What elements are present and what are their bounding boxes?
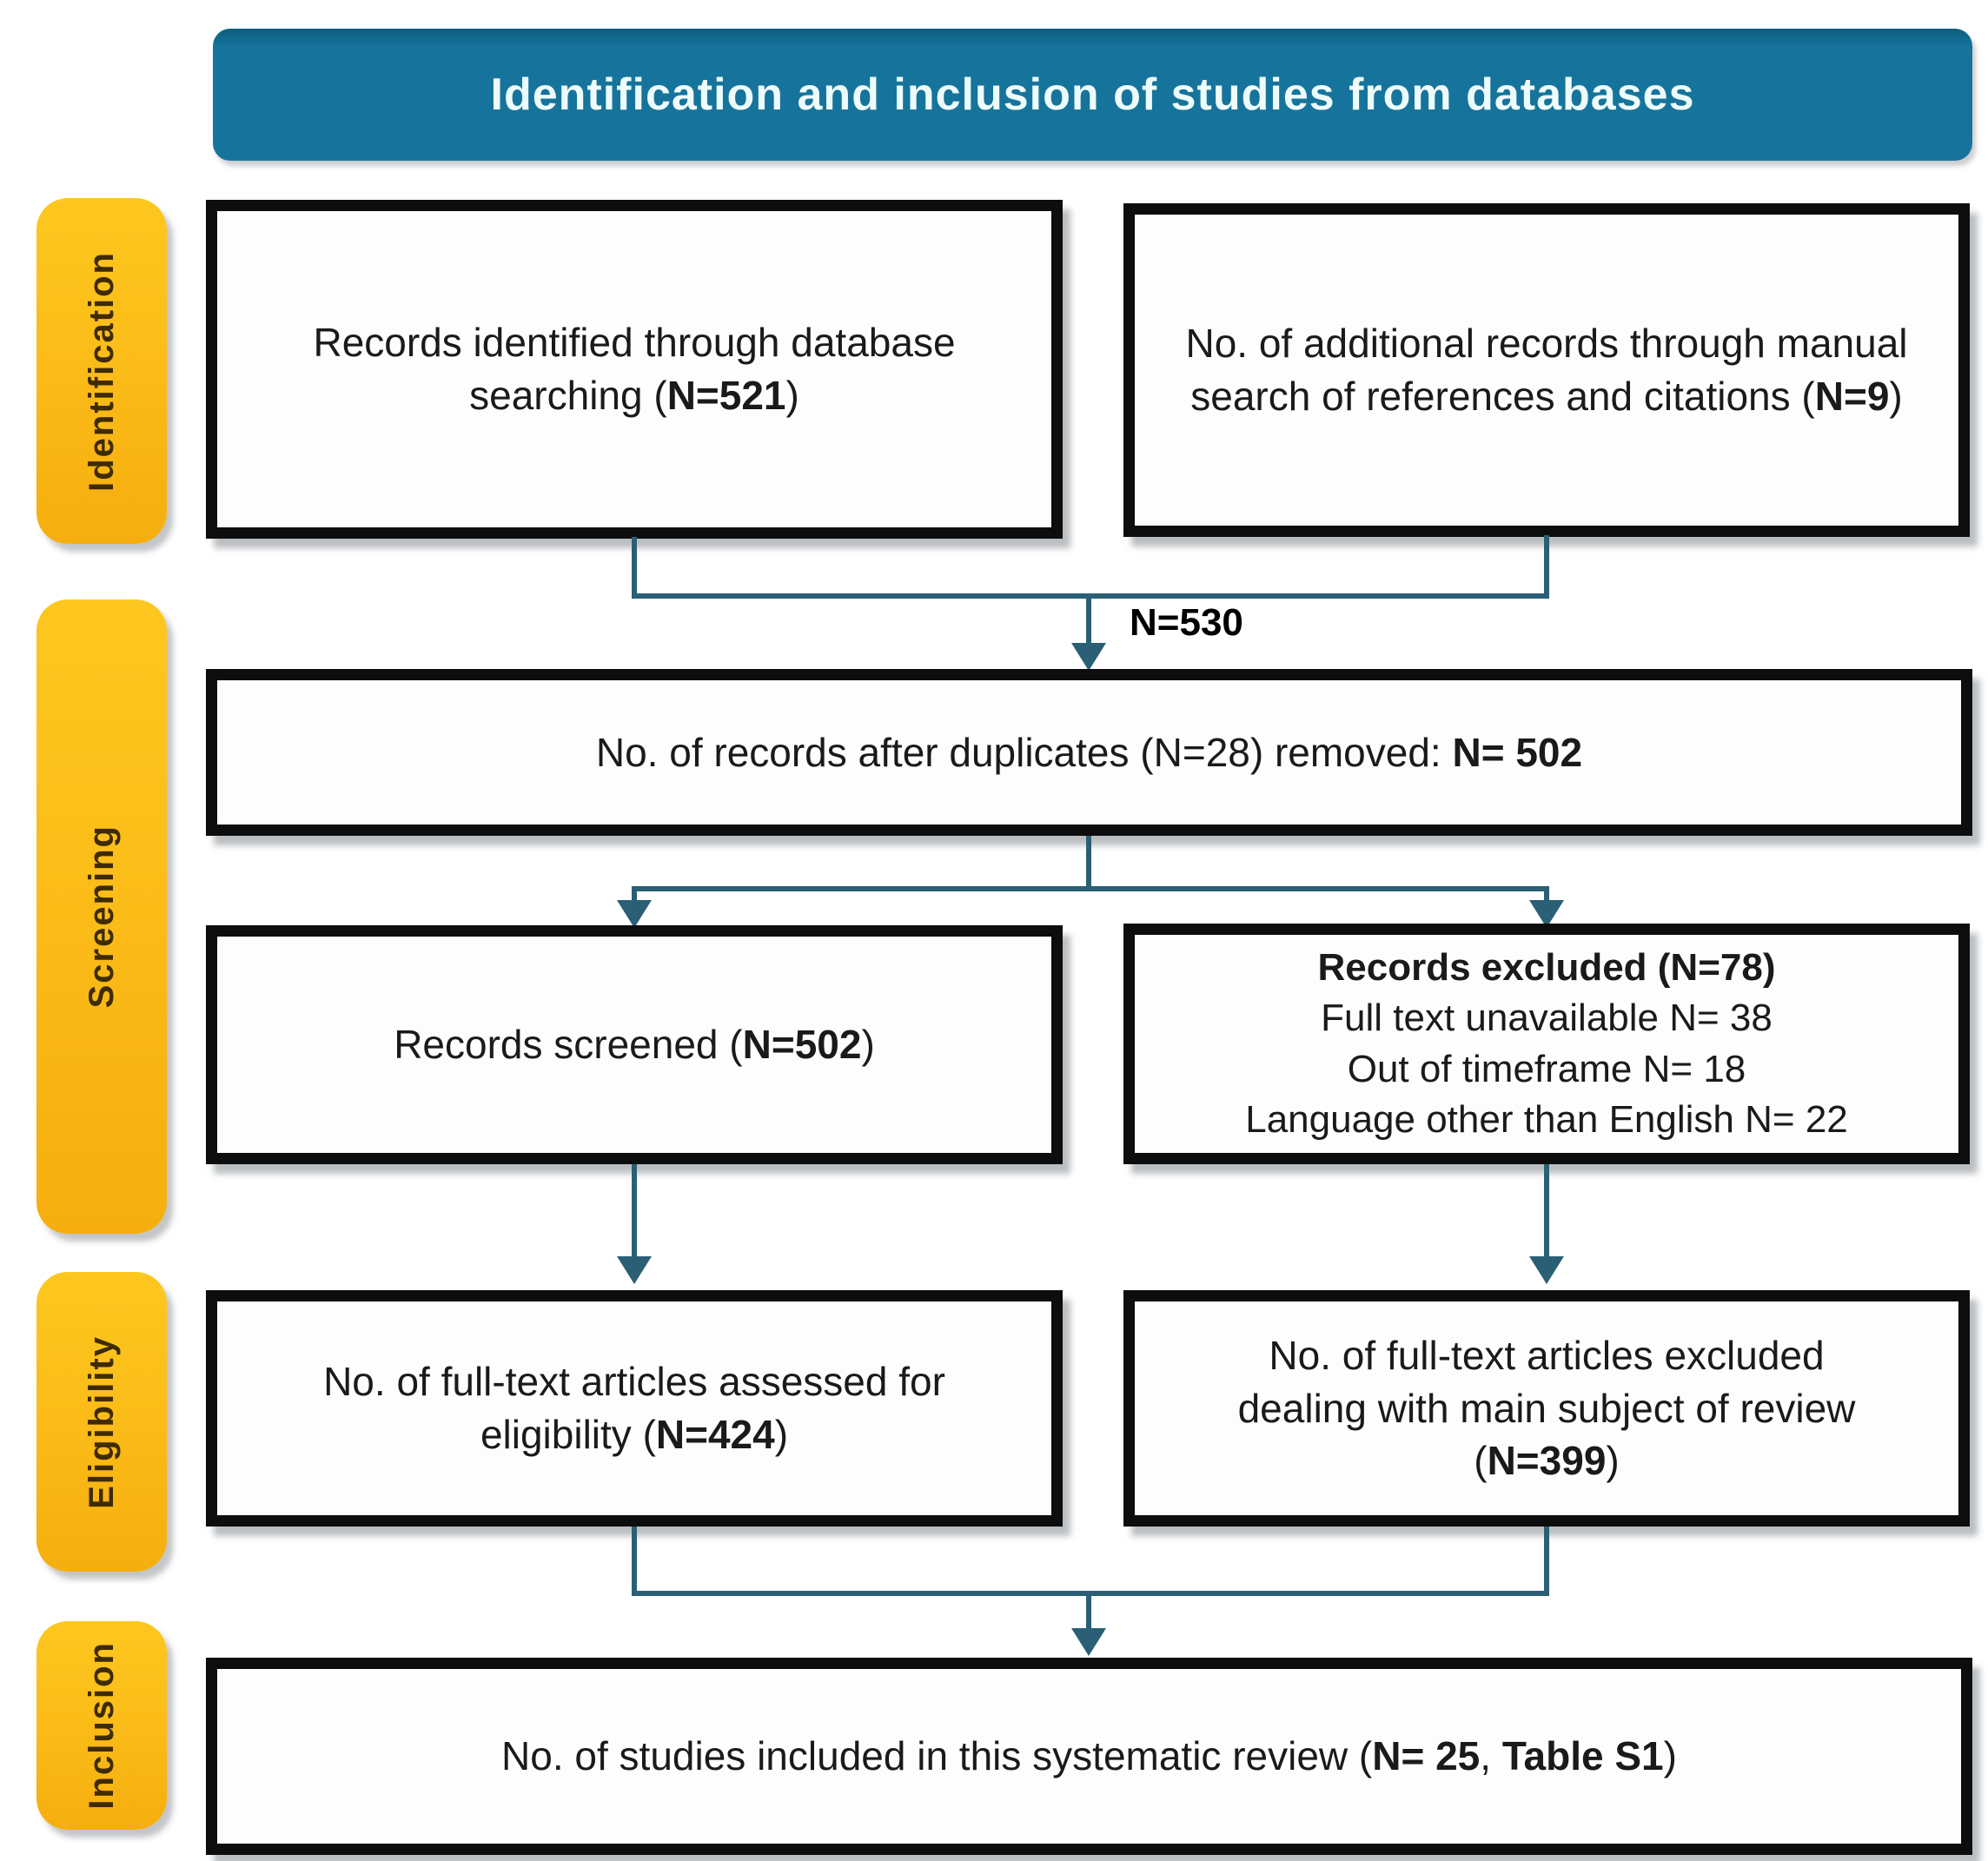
arrow-down-icon xyxy=(617,900,652,928)
stage-label-eligibility-text: Eligibility xyxy=(82,1334,121,1509)
stage-label-inclusion-text: Inclusion xyxy=(82,1641,121,1810)
stage-label-identification-text: Identification xyxy=(82,250,121,492)
connector-split-stem xyxy=(1086,836,1091,890)
arrow-down-icon xyxy=(1529,900,1564,928)
connector-excluded-drop xyxy=(1544,1164,1549,1258)
connector-screened-drop xyxy=(632,1164,637,1258)
connector-split-left xyxy=(632,886,637,905)
box-records-excluded: Records excluded (N=78)Full text unavail… xyxy=(1123,924,1970,1164)
box-records-screened: Records screened (N=502) xyxy=(206,925,1063,1164)
arrow-down-icon xyxy=(1529,1256,1564,1284)
connector-left-drop xyxy=(632,537,637,599)
arrow-down-icon xyxy=(617,1256,652,1284)
connector-right-drop-2 xyxy=(1544,1527,1549,1596)
connector-split-bar xyxy=(632,886,1549,891)
stage-label-identification: Identification xyxy=(36,198,167,544)
stage-label-screening-text: Screening xyxy=(82,825,121,1009)
stage-label-screening: Screening xyxy=(36,599,167,1234)
connector-merge-stem xyxy=(1086,593,1091,647)
box-records-identified: Records identified through database sear… xyxy=(206,200,1063,539)
stage-label-eligibility: Eligibility xyxy=(36,1272,167,1572)
box-duplicates-removed: No. of records after duplicates (N=28) r… xyxy=(206,669,1972,836)
arrow-down-icon xyxy=(1071,643,1106,671)
box-studies-included: No. of studies included in this systemat… xyxy=(206,1658,1972,1855)
connector-right-drop xyxy=(1544,535,1549,599)
box-fulltext-assessed: No. of full-text articles assessed for e… xyxy=(206,1290,1063,1527)
connector-split-right xyxy=(1544,886,1549,905)
connector-merge-stem-2 xyxy=(1086,1591,1091,1633)
merge-count-label: N=530 xyxy=(1130,601,1243,644)
connector-left-drop-2 xyxy=(632,1527,637,1596)
arrow-down-icon xyxy=(1071,1628,1106,1656)
diagram-title: Identification and inclusion of studies … xyxy=(213,29,1972,161)
box-additional-records: No. of additional records through manual… xyxy=(1123,203,1970,537)
stage-label-inclusion: Inclusion xyxy=(36,1621,167,1830)
